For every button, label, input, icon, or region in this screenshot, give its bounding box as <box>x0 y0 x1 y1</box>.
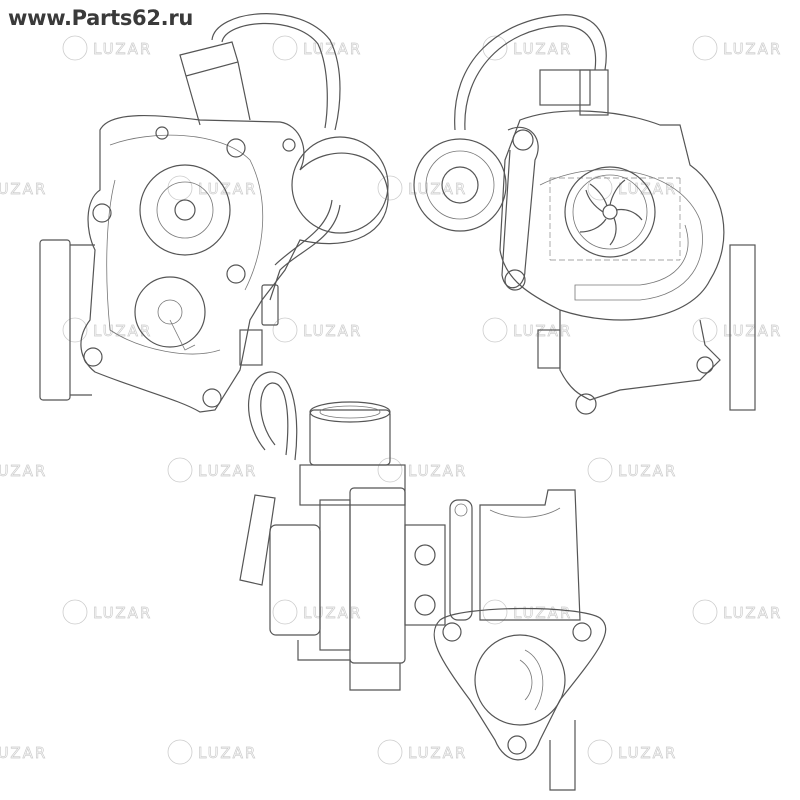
watermark-logo-icon <box>482 599 508 625</box>
compressor-housing <box>499 110 725 321</box>
watermark-logo-icon <box>692 35 718 61</box>
watermark-text: LUZAR <box>198 180 257 198</box>
watermark-logo-icon <box>587 457 613 483</box>
watermark-text: LUZAR <box>723 322 782 340</box>
watermark-text: LUZAR <box>618 462 677 480</box>
compressor-blades <box>579 179 643 246</box>
watermark-logo-icon <box>167 175 193 201</box>
watermark-text: LUZAR <box>198 462 257 480</box>
flange-bore <box>474 634 566 726</box>
watermark-text: LUZAR <box>408 462 467 480</box>
turbine-housing-circle <box>291 136 389 234</box>
compressor-wheel-hub <box>602 204 618 220</box>
view-side <box>239 371 607 791</box>
oil-line-loop <box>211 13 341 131</box>
watermark-logo-icon <box>62 599 88 625</box>
watermark-logo-icon <box>167 739 193 765</box>
oil-line-loop <box>454 14 607 131</box>
housing-outline <box>80 114 389 413</box>
watermark-text: LUZAR <box>303 604 362 622</box>
watermark-text: LUZAR <box>93 322 152 340</box>
wastegate-rod <box>269 199 341 301</box>
watermark-text: LUZAR <box>0 744 47 762</box>
watermark-logo-icon <box>272 599 298 625</box>
watermark-text: LUZAR <box>723 40 782 58</box>
site-watermark-label: www.Parts62.ru <box>8 6 194 30</box>
oil-line-loop <box>247 371 298 461</box>
watermark-logo-icon <box>167 457 193 483</box>
exhaust-flange <box>433 607 607 761</box>
watermark-text: LUZAR <box>408 744 467 762</box>
watermark-logo-icon <box>272 317 298 343</box>
watermark-text: LUZAR <box>93 40 152 58</box>
watermark-text: LUZAR <box>513 604 572 622</box>
watermark-logo-icon <box>62 317 88 343</box>
watermark-logo-icon <box>377 739 403 765</box>
watermark-text: LUZAR <box>0 180 47 198</box>
flange-side <box>729 244 756 411</box>
turbine-outlet <box>479 489 581 621</box>
watermark-logo-icon <box>482 35 508 61</box>
bolt-holes <box>83 126 296 408</box>
watermark-text: LUZAR <box>618 744 677 762</box>
watermark-layer: LUZAR LUZAR LUZAR LUZAR LUZAR LUZAR LUZAR LUZAR… <box>0 35 782 765</box>
watermark-text: LUZAR <box>93 604 152 622</box>
watermark-logo-icon <box>692 317 718 343</box>
watermark-text: LUZAR <box>723 604 782 622</box>
outlet-pipe <box>179 41 251 126</box>
flange-side <box>39 239 71 401</box>
watermark-text: LUZAR <box>0 462 47 480</box>
watermark-logo-icon <box>482 317 508 343</box>
watermark-logo-icon <box>377 175 403 201</box>
center-boss <box>139 164 231 256</box>
watermark-text: LUZAR <box>513 40 572 58</box>
actuator-bracket <box>239 494 276 586</box>
watermark-logo-icon <box>272 35 298 61</box>
watermark-text: LUZAR <box>513 322 572 340</box>
watermark-text: LUZAR <box>303 40 362 58</box>
actuator-canister <box>413 138 507 232</box>
compressor-wheel-bore <box>564 166 656 258</box>
watermark-text: LUZAR <box>303 322 362 340</box>
watermark-logo-icon <box>62 35 88 61</box>
view-rear <box>39 13 389 413</box>
watermark-logo-icon <box>692 599 718 625</box>
oil-port <box>134 276 206 348</box>
watermark-text: LUZAR <box>408 180 467 198</box>
watermark-text: LUZAR <box>618 180 677 198</box>
view-compressor-inlet <box>413 14 756 415</box>
watermark-text: LUZAR <box>198 744 257 762</box>
center-housing <box>349 487 406 664</box>
actuator-arm <box>501 126 539 289</box>
watermark-logo-icon <box>587 739 613 765</box>
flange-bolt-holes <box>442 622 592 755</box>
